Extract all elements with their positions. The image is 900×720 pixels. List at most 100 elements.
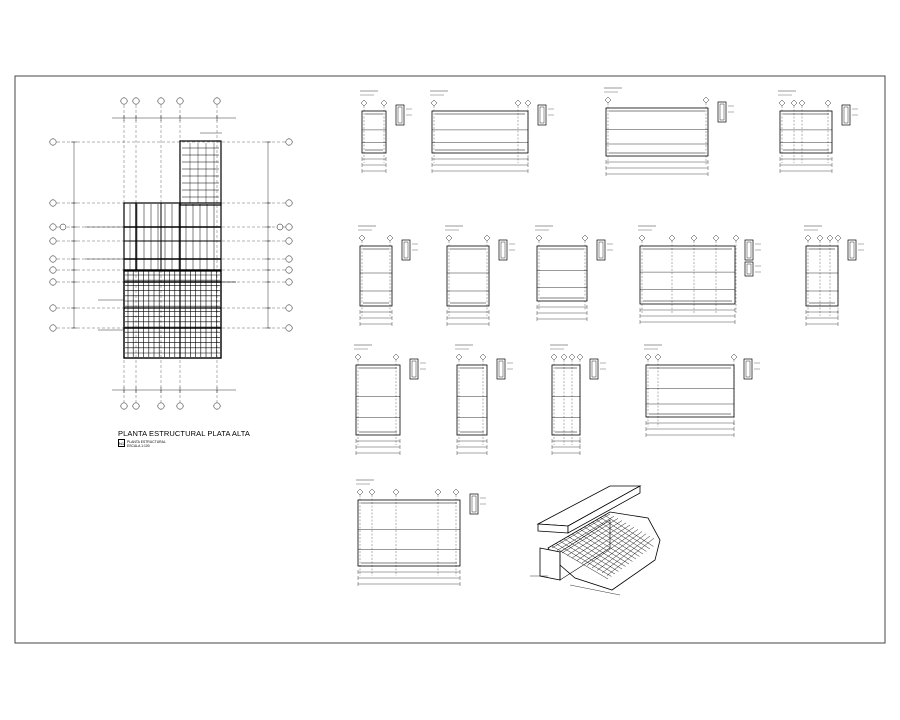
beam-detail bbox=[804, 225, 864, 326]
stirrup bbox=[539, 106, 545, 124]
beam-section bbox=[744, 261, 754, 277]
mesh-rib bbox=[571, 522, 627, 559]
grid-bubble-left bbox=[49, 223, 57, 231]
section-bubble bbox=[360, 99, 368, 107]
section-bubble bbox=[479, 353, 487, 361]
grid-bubble-left bbox=[59, 223, 67, 231]
grid-bubble-bottom bbox=[176, 402, 184, 410]
section-bubble bbox=[702, 96, 710, 104]
beam-elevation bbox=[639, 245, 736, 305]
section-bubble bbox=[581, 234, 589, 242]
section-bubble bbox=[730, 353, 738, 361]
section-bubble bbox=[668, 234, 676, 242]
scale-line-2: ESCALA 1:100 bbox=[127, 444, 150, 448]
grid-bubble-right bbox=[285, 223, 293, 231]
grid-bubble-top bbox=[157, 97, 165, 105]
beam-detail bbox=[638, 225, 761, 324]
stirrup bbox=[746, 263, 752, 275]
section-bubble bbox=[354, 353, 362, 361]
plan-title: PLANTA ESTRUCTURAL PLATA ALTA bbox=[118, 429, 250, 438]
section-bubble bbox=[392, 488, 400, 496]
beam-elevation bbox=[361, 110, 387, 154]
beam-details bbox=[354, 87, 864, 586]
mesh-rib bbox=[556, 516, 615, 551]
stirrup bbox=[498, 360, 504, 378]
grid-bubble-right bbox=[285, 324, 293, 332]
beam-section bbox=[537, 104, 547, 126]
beam-section bbox=[469, 493, 479, 515]
section-bubble bbox=[524, 99, 532, 107]
sheet-border bbox=[14, 75, 886, 644]
scale-line-1: PLANTA ESTRUCTURAL bbox=[127, 440, 166, 444]
section-bubble bbox=[778, 99, 786, 107]
grid-bubble-right bbox=[285, 199, 293, 207]
beam-section bbox=[744, 239, 754, 261]
section-bubble bbox=[604, 96, 612, 104]
beam-detail bbox=[430, 90, 554, 173]
slab-edge-face bbox=[537, 523, 569, 534]
lower-slab-outline bbox=[123, 269, 222, 359]
section-bubble bbox=[550, 353, 558, 361]
section-bubble bbox=[690, 234, 698, 242]
section-bubble bbox=[535, 234, 543, 242]
mesh-rib bbox=[595, 519, 647, 552]
middle-zone-outline bbox=[123, 202, 222, 272]
grid-bubble-top bbox=[120, 97, 128, 105]
section-bubble bbox=[380, 99, 388, 107]
grid-bubble-left bbox=[49, 266, 57, 274]
beam-section bbox=[743, 358, 753, 380]
stirrup bbox=[591, 360, 597, 378]
stirrup bbox=[746, 241, 752, 259]
beam-detail bbox=[550, 344, 606, 455]
section-bubble bbox=[358, 234, 366, 242]
grid-bubble-right bbox=[285, 304, 293, 312]
beam-elevation bbox=[357, 499, 461, 567]
beam-detail bbox=[360, 90, 412, 173]
section-bubble bbox=[483, 234, 491, 242]
beam-detail bbox=[455, 344, 513, 455]
beam-detail bbox=[445, 225, 515, 326]
section-bubble bbox=[826, 234, 834, 242]
beam-side bbox=[559, 519, 611, 581]
structural-floor-plan bbox=[49, 97, 293, 410]
beam-elevation bbox=[536, 245, 588, 302]
beam-elevation bbox=[359, 245, 393, 307]
grid-bubble-right bbox=[285, 255, 293, 263]
mesh-rib bbox=[571, 533, 626, 567]
section-bubble bbox=[576, 353, 584, 361]
section-bubble bbox=[560, 353, 568, 361]
section-bubble bbox=[356, 488, 364, 496]
section-bubble bbox=[790, 99, 798, 107]
stirrup bbox=[500, 241, 506, 259]
section-bubble bbox=[430, 99, 438, 107]
stirrup bbox=[411, 360, 417, 378]
mesh-rib bbox=[567, 536, 623, 570]
mesh-rib bbox=[566, 520, 623, 556]
beam-face bbox=[539, 547, 561, 581]
waffle-mesh bbox=[547, 511, 661, 591]
grid-bubble-top bbox=[213, 97, 221, 105]
beam-elevation bbox=[355, 364, 401, 436]
section-bubble bbox=[392, 353, 400, 361]
grid-bubble-right bbox=[285, 266, 293, 274]
grid-bubble-left bbox=[49, 199, 57, 207]
stirrup bbox=[598, 241, 604, 259]
iso-leader bbox=[569, 584, 621, 596]
section-bubble bbox=[452, 488, 460, 496]
section-bubble bbox=[732, 234, 740, 242]
scale-tag: N1 bbox=[118, 439, 125, 447]
beam-detail bbox=[358, 225, 418, 326]
section-bubble bbox=[368, 488, 376, 496]
mesh-rib bbox=[586, 529, 639, 566]
grid-bubble-top bbox=[132, 97, 140, 105]
section-bubble bbox=[514, 99, 522, 107]
mesh-rib bbox=[551, 513, 611, 549]
section-bubble bbox=[434, 488, 442, 496]
beam-elevation bbox=[431, 110, 529, 154]
grid-bubble-bottom bbox=[157, 402, 165, 410]
grid-bubble-top bbox=[176, 97, 184, 105]
mesh-rib bbox=[591, 521, 644, 555]
beam-elevation bbox=[805, 245, 839, 307]
grid-bubble-left bbox=[49, 138, 57, 146]
scale-note: PLANTA ESTRUCTURAL ESCALA 1:100 bbox=[127, 440, 166, 448]
